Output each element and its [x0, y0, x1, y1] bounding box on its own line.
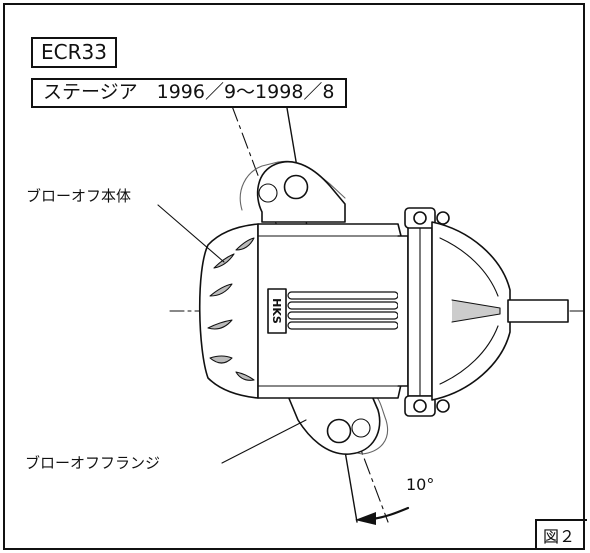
leader-flange — [221, 419, 307, 464]
flange-bottom — [287, 395, 381, 455]
vehicle-period-box: ステージア 1996／9〜1998／8 — [31, 78, 347, 108]
label-blowoff-body: ブローオフ本体 — [26, 187, 132, 205]
rotation-arrow — [355, 506, 410, 525]
blowoff-body-shape — [198, 223, 409, 399]
flange-top — [256, 160, 346, 223]
tilted-centerline — [231, 105, 389, 523]
figure-number: 図２ — [535, 519, 587, 550]
leader-body — [157, 204, 225, 263]
label-blowoff-flange: ブローオフフランジ — [25, 454, 161, 472]
hks-logo: HKS — [270, 298, 283, 324]
angle-label: 10° — [406, 475, 435, 494]
diaphragm-cap — [431, 221, 569, 401]
model-code-box: ECR33 — [31, 37, 117, 68]
drawing-frame — [3, 3, 585, 550]
svg-text:HKS: HKS — [270, 298, 283, 324]
